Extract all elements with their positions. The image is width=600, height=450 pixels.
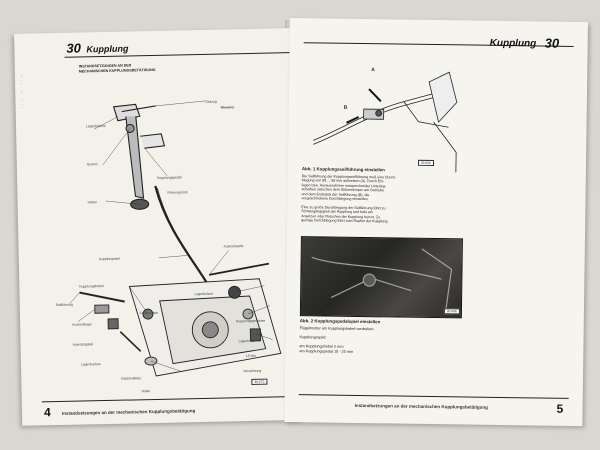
- fig2-text: Flügelmutter am Kupplungshebel verdrehen…: [299, 326, 375, 354]
- label-15nm: 15 Nm: [245, 353, 256, 359]
- label-fuehrungsrohr: Führungsrohr: [167, 190, 188, 195]
- left-section-number: 30: [66, 40, 81, 56]
- left-footer-text: Instandsetzungen an der mechanischen Kup…: [61, 408, 196, 416]
- label-verzahnung: Verzahnung: [243, 368, 262, 374]
- left-footer-rule: [41, 396, 292, 403]
- fig2-code: 30 668: [443, 308, 460, 315]
- fig1-code: 30 666: [417, 159, 434, 167]
- left-figure-code: 30-670: [251, 378, 268, 385]
- left-section-title: Kupplung: [86, 43, 129, 55]
- left-page: :.:::.: 30 Kupplung INSTANDSETZUNGEN AN …: [14, 28, 303, 426]
- label-kupplungsseil: Kupplungsseil: [98, 256, 120, 262]
- clutch-exploded-drawing: [69, 100, 282, 377]
- label-lagerbuchse: Lagerbuchse: [80, 362, 101, 367]
- right-page: Kupplung 30 A B 30: [284, 18, 588, 427]
- label-kupplungspedal: Kupplungspedal: [157, 175, 182, 180]
- right-section-title: Kupplung: [489, 37, 537, 50]
- label-huelse: Hülse: [141, 389, 151, 394]
- label-seilfuehrung: Seilführung: [55, 302, 73, 308]
- fig1-marker-a: A: [371, 67, 375, 74]
- fig2-caption: Abb. 2 Kupplungspedalspiel einstellen: [299, 318, 381, 325]
- label-ausrueckwelle: Ausrückwelle: [223, 244, 244, 249]
- label-lagerbuechse: Lagerbüchse: [85, 123, 106, 129]
- figure-1-drawing: [308, 60, 460, 173]
- label-seilzug: Seilzug: [205, 99, 217, 104]
- right-page-number: 5: [556, 401, 564, 416]
- right-section-number: 30: [544, 35, 560, 51]
- label-kupplungsgehaeuse: Kupplungsgehäuse: [236, 318, 266, 324]
- fig1-caption: Abb. 1 Kupplungsseilführung einstellen: [301, 166, 385, 173]
- fig1-text: Die Seilführung der Kupplungsseilführung…: [301, 174, 396, 224]
- label-hebel: Hebel: [87, 200, 97, 205]
- label-kupplungshebel: Kupplungshebel: [79, 284, 104, 289]
- label-ausruecklager: Ausrücklager: [72, 322, 92, 327]
- label-federmutter: Federmutter: [139, 310, 159, 316]
- left-page-number: 4: [43, 405, 51, 420]
- label-ausrueckgabel: Ausrückgabel: [72, 342, 94, 347]
- figure-2-photo: [299, 236, 463, 319]
- label-gummi: Gummi: [86, 162, 98, 167]
- right-footer-rule: [298, 394, 569, 399]
- label-rueckholfeder: Rückholfeder: [121, 376, 142, 381]
- label-lagerbolzen: Lagerbolzen: [194, 291, 214, 297]
- margin-marks: :.:::.:: [20, 73, 23, 110]
- right-footer-text: Instandsetzungen an der mechanischen Kup…: [354, 402, 488, 410]
- label-lagerhuelse: Lagerhülse: [238, 338, 256, 344]
- figure-heading: INSTANDSETZUNGEN AN DER MECHANISCHEN KUP…: [78, 63, 156, 74]
- fig1-marker-b: B: [343, 104, 348, 111]
